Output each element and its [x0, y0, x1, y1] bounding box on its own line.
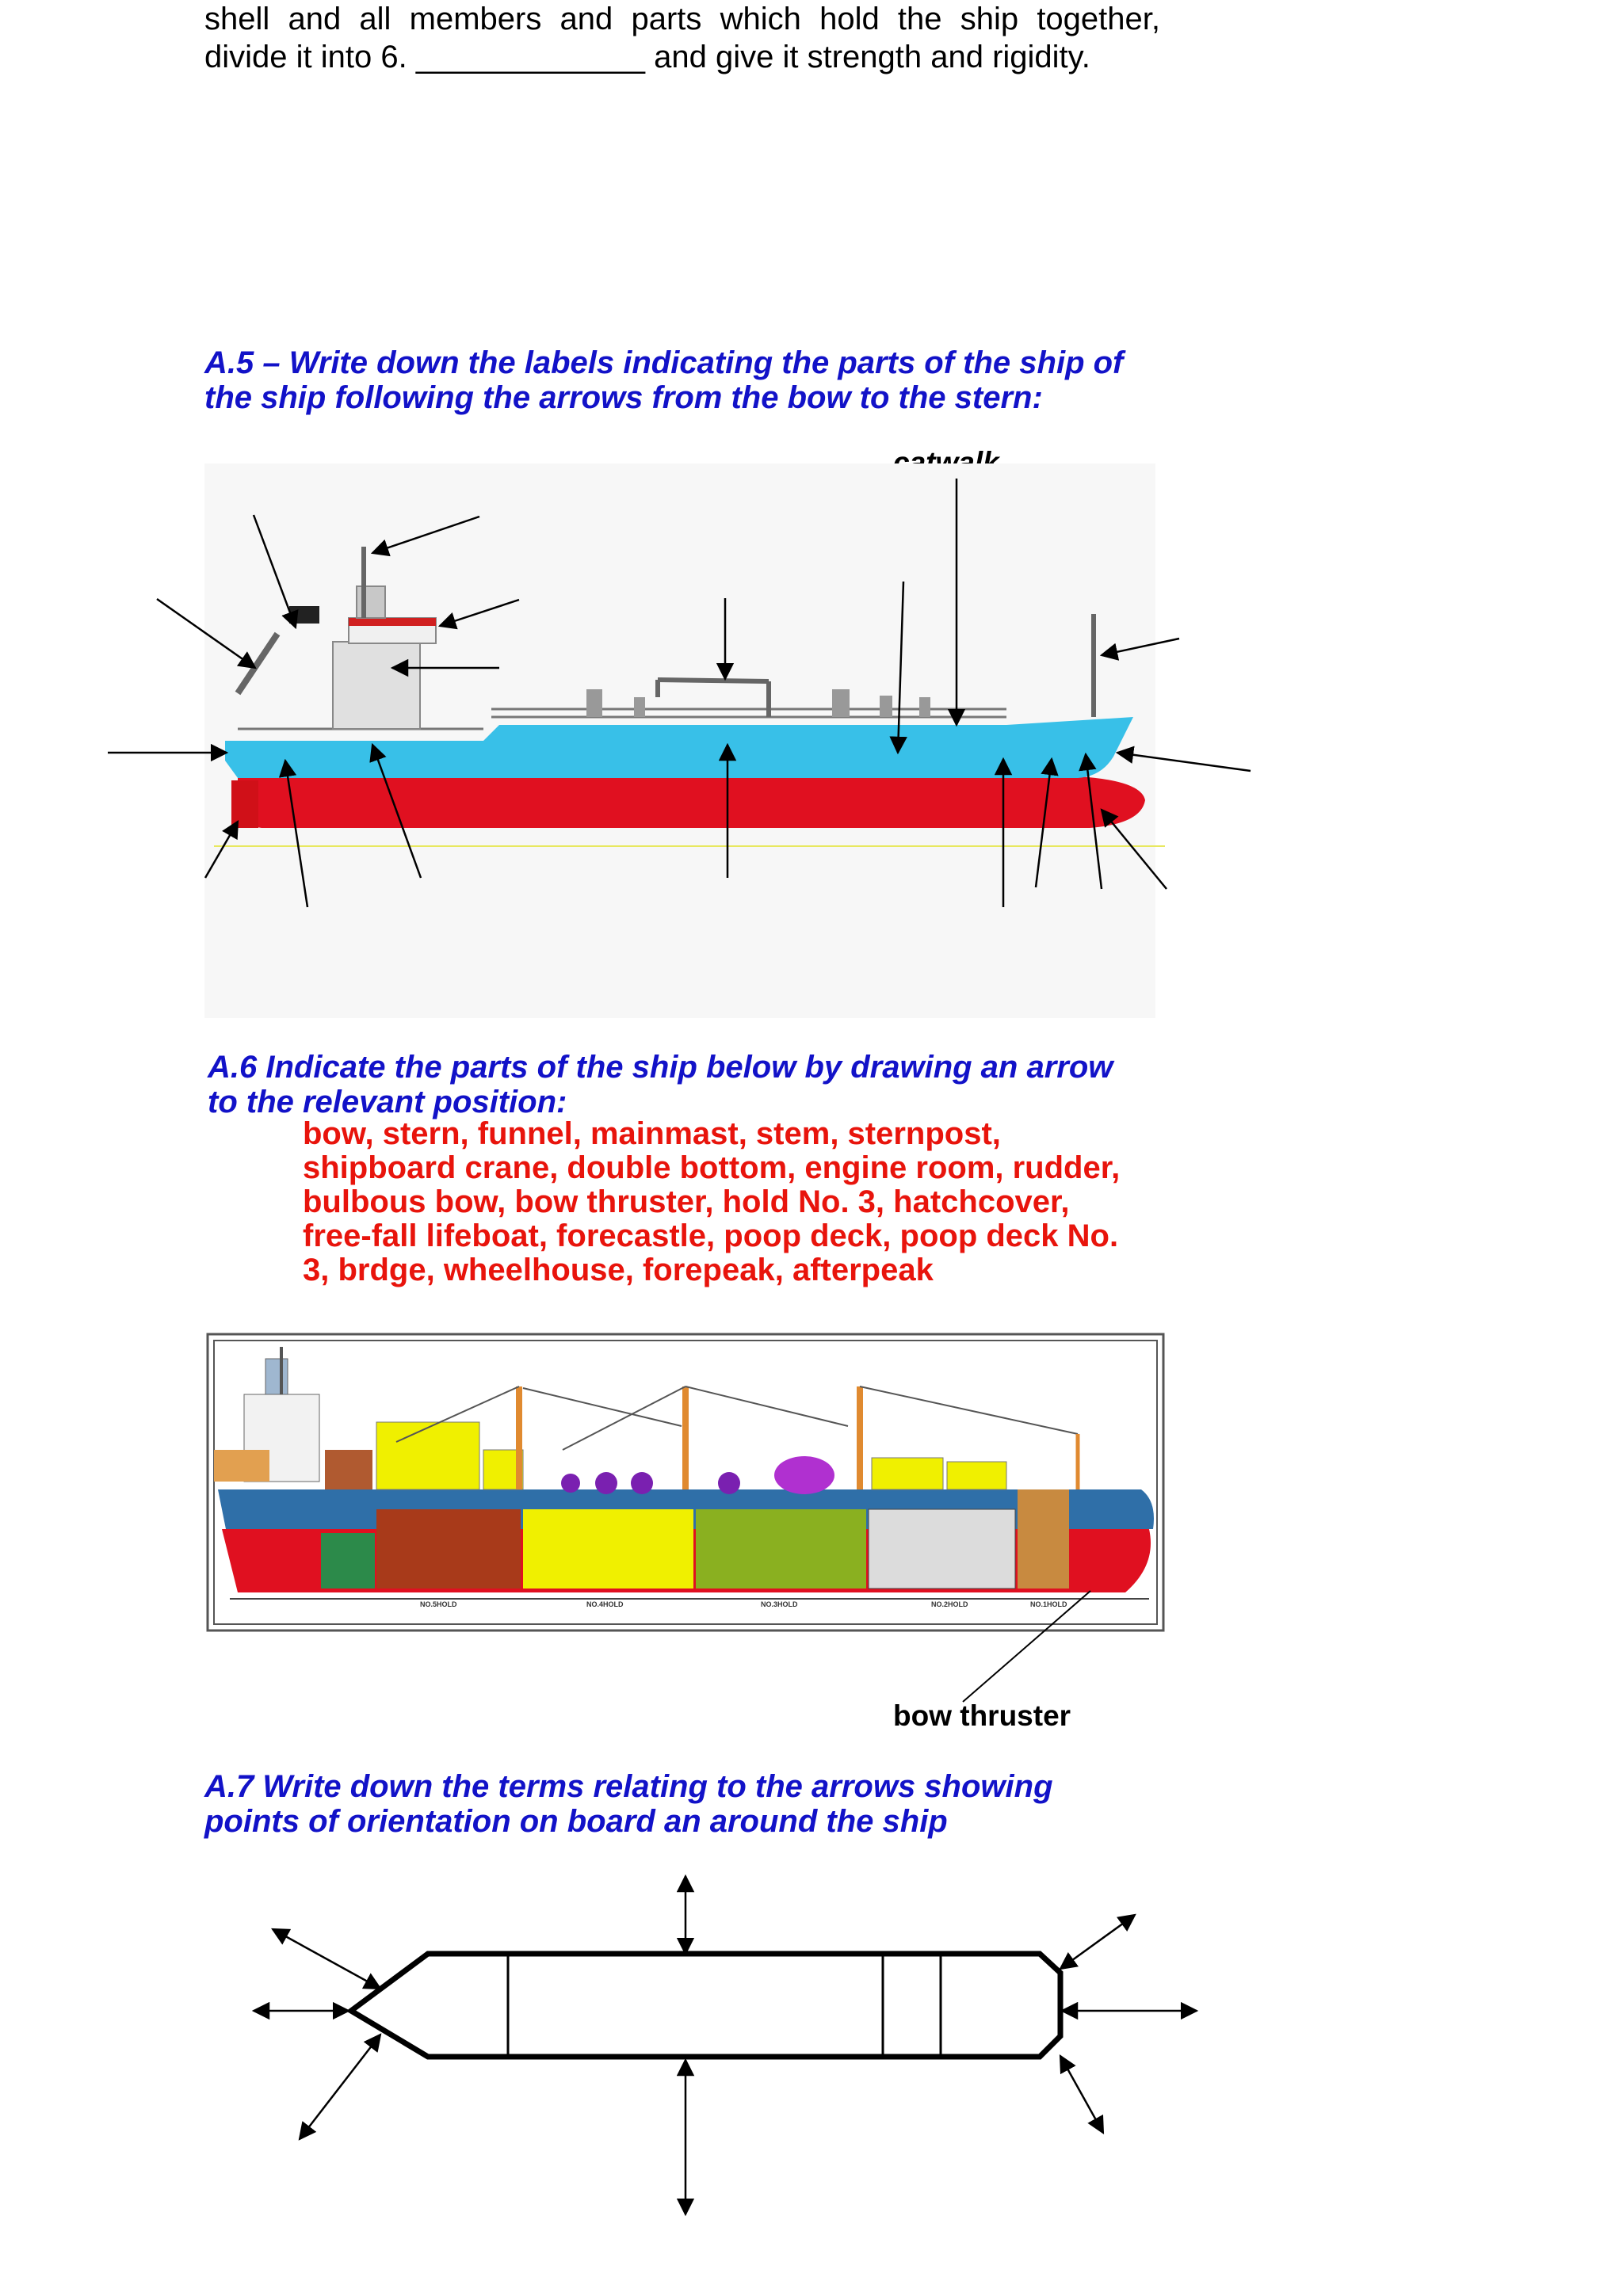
hold-label-1: NO.1HOLD [1030, 1600, 1067, 1608]
a5-heading-line-2: the ship following the arrows from the b… [204, 380, 1123, 415]
cargo-superstructure [244, 1394, 319, 1482]
a6-terms-line-1: bow, stern, funnel, mainmast, stem, ster… [303, 1117, 1120, 1151]
a6-terms-line-4: free-fall lifeboat, forecastle, poop dec… [303, 1219, 1120, 1253]
free-fall-lifeboat-shape [214, 1450, 269, 1482]
arrow-bow [1086, 754, 1102, 889]
cargo-hull-blue [218, 1489, 1154, 1529]
a6-terms-line-2: shipboard crane, double bottom, engine r… [303, 1151, 1120, 1185]
tanker-arrows [108, 479, 1251, 907]
accommodation-block [333, 642, 420, 729]
bow-thruster-label: bow thruster [893, 1699, 1071, 1733]
a6-terms-line-5: 3, brdge, wheelhouse, forepeak, afterpea… [303, 1253, 1120, 1287]
bow-thruster-pointer [963, 1591, 1090, 1702]
catwalk-label: catwalk [893, 446, 999, 479]
arrow-foremast [1102, 639, 1179, 655]
deck-cargo-aft [376, 1422, 479, 1489]
deck-fittings [586, 689, 930, 717]
deck-cargo-fwd-2 [947, 1462, 1006, 1489]
lifeboat-davit [289, 606, 319, 624]
a6-heading-line-2: to the relevant position: [208, 1085, 1113, 1119]
paragraph-line-1: shell and all members and parts which ho… [204, 0, 1160, 38]
cargo-funnel [265, 1359, 288, 1394]
arrow-wheelhouse [440, 600, 519, 626]
cargo-frame-outer [208, 1334, 1163, 1630]
hull-underwater-red [238, 776, 1145, 828]
hold-4-block [523, 1509, 693, 1589]
hull-topside-cyan [225, 717, 1133, 778]
crane-wires [396, 1386, 1078, 1450]
deck-cargo-aft-2 [483, 1450, 523, 1489]
funnel-shape [357, 586, 385, 618]
hold-label-5: NO.5HOLD [420, 1600, 457, 1608]
arrow-accommodation-ladder [372, 745, 421, 878]
a7-heading-line-1: A.7 Write down the terms relating to the… [204, 1769, 1053, 1804]
arrow-bulbous-bow [1102, 810, 1167, 889]
bridge-deck [349, 618, 436, 643]
tanker-background [204, 463, 1155, 1018]
rudder-shape [231, 780, 258, 828]
hold-5-block [376, 1509, 521, 1589]
provision-crane [238, 634, 277, 693]
hold-label-4: NO.4HOLD [586, 1600, 624, 1608]
arrow-diagonal-starboard-quarter [1060, 2056, 1103, 2133]
arrow-diagonal-port-bow [273, 1929, 380, 1989]
hold-1-block [1018, 1489, 1069, 1589]
orientation-diagram [351, 1954, 1060, 2057]
orientation-arrows [254, 1876, 1197, 2214]
arrow-anchor [1036, 759, 1052, 887]
arrow-mast [372, 517, 479, 553]
engine-room-block [321, 1533, 375, 1589]
arrow-funnel [254, 515, 296, 627]
cargo-cranes [519, 1386, 860, 1489]
intro-paragraph: shell and all members and parts which ho… [204, 0, 1160, 76]
deck-cargo-machines [561, 1472, 740, 1494]
hold-label-3: NO.3HOLD [761, 1600, 798, 1608]
ship-plan-outline [351, 1954, 1060, 2057]
cargo-frame-inner [214, 1341, 1157, 1624]
a6-heading: A.6 Indicate the parts of the ship below… [208, 1050, 1113, 1119]
arrow-crane [157, 599, 255, 668]
paragraph-line-2: divide it into 6. _____________ and give… [204, 38, 1160, 76]
a7-heading: A.7 Write down the terms relating to the… [204, 1769, 1053, 1839]
a6-terms-list: bow, stern, funnel, mainmast, stem, ster… [303, 1117, 1120, 1287]
deck-piping [238, 709, 1006, 729]
a5-heading-line-1: A.5 – Write down the labels indicating t… [204, 345, 1123, 380]
arrow-diagonal-port-quarter [1060, 1915, 1135, 1969]
arrow-afterpeak [285, 761, 307, 907]
hold-2-block [869, 1509, 1015, 1589]
deck-cargo-brown [325, 1450, 372, 1489]
deck-cargo-fwd [872, 1458, 943, 1489]
arrow-manifold [898, 582, 903, 753]
hold-3-block [696, 1509, 866, 1589]
arrow-diagonal-starboard-bow [300, 2035, 380, 2139]
hold-label-2: NO.2HOLD [931, 1600, 968, 1608]
deck-cargo-purple [774, 1456, 834, 1494]
a6-terms-line-3: bulbous bow, bow thruster, hold No. 3, h… [303, 1185, 1120, 1219]
wheelhouse-red-band [349, 618, 436, 626]
cargo-ship-diagram [208, 1334, 1163, 1630]
a5-heading: A.5 – Write down the labels indicating t… [204, 345, 1123, 415]
deck-crane [658, 680, 769, 717]
arrow-rudder [205, 822, 238, 878]
a6-heading-line-1: A.6 Indicate the parts of the ship below… [208, 1050, 1113, 1085]
cargo-hull-red [222, 1529, 1151, 1592]
arrow-stem [1117, 753, 1251, 771]
a7-heading-line-2: points of orientation on board an around… [204, 1804, 1053, 1839]
